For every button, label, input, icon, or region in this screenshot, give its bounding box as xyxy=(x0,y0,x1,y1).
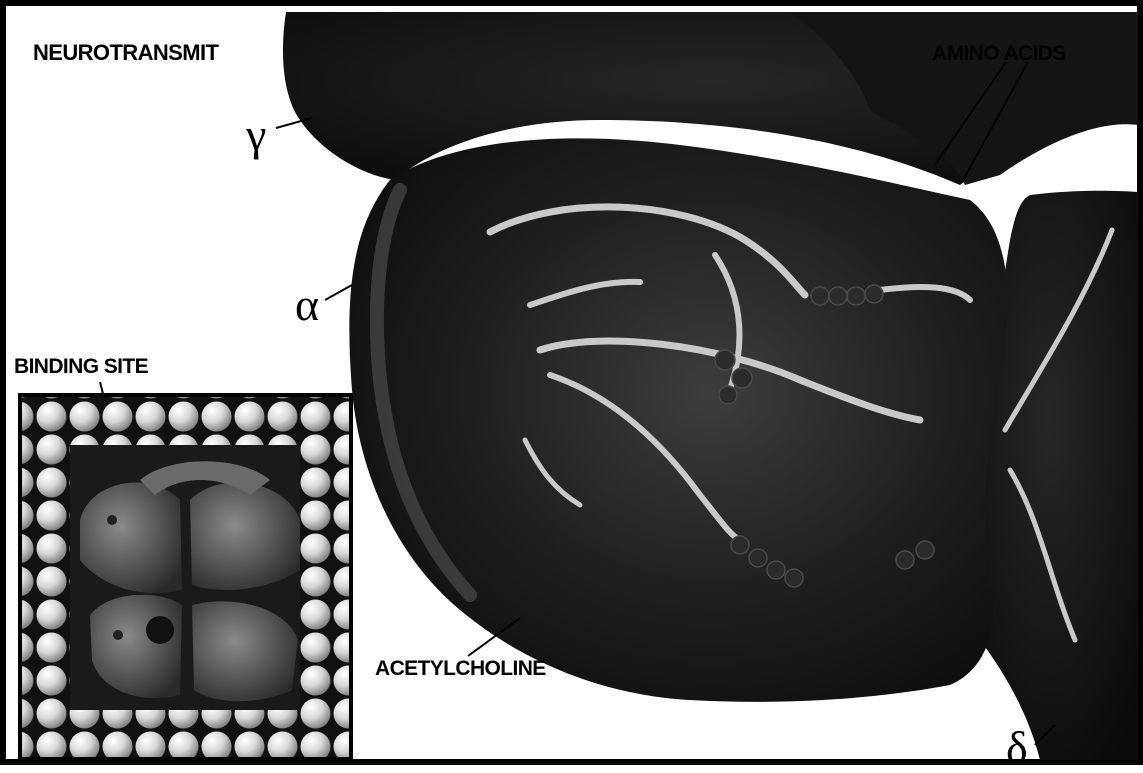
delta-subunit-label: δ xyxy=(1006,725,1028,771)
figure-title: NEUROTRANSMIT xyxy=(33,40,218,66)
alpha-subunit-label: α xyxy=(295,278,319,331)
binding-site-label: BINDING SITE xyxy=(14,355,148,379)
amino-acids-label: AMINO ACIDS xyxy=(932,42,1066,66)
gamma-subunit-label: γ xyxy=(246,108,266,161)
binding-site-inset xyxy=(20,395,351,759)
acetylcholine-label: ACETYLCHOLINE xyxy=(375,657,546,681)
